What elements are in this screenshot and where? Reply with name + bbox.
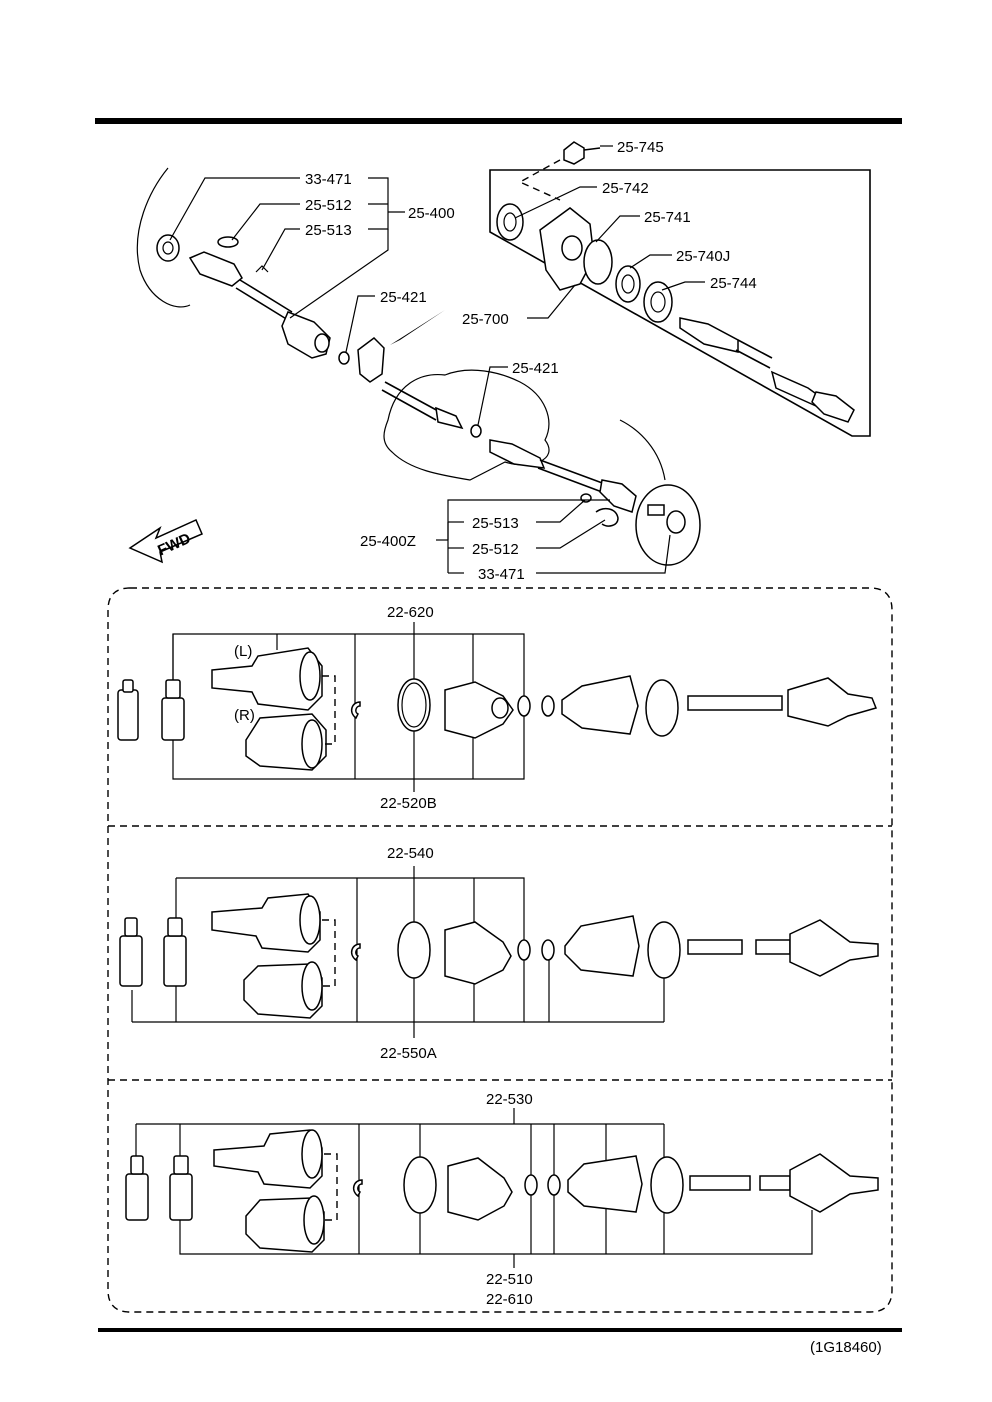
label-25-745: 25-745 (617, 139, 664, 156)
panel-2-top-label: 22-540 (387, 845, 434, 862)
panel-2-bottom-label: 22-550A (380, 1045, 437, 1062)
upper-leaders (169, 145, 705, 574)
label-25-400: 25-400 (408, 205, 455, 222)
bearing-detail-box (489, 141, 871, 437)
label-25-742: 25-742 (602, 180, 649, 197)
fwd-arrow (128, 519, 203, 564)
label-33-471-bottom: 33-471 (478, 566, 525, 583)
panel-1-left-tag: (L) (234, 643, 252, 660)
panel-2 (119, 866, 879, 1038)
panel-1 (117, 622, 878, 792)
label-25-513-top: 25-513 (305, 222, 352, 239)
fwd-label: FWD (155, 530, 193, 559)
panel-1-right-tag: (R) (234, 707, 255, 724)
panel-3 (125, 1108, 879, 1268)
upper-assembly (128, 167, 701, 566)
label-25-744: 25-744 (710, 275, 757, 292)
panel-3-labels: 22-530 22-510 22-610 (486, 1091, 533, 1308)
label-25-700: 25-700 (462, 311, 509, 328)
label-25-512-top: 25-512 (305, 197, 352, 214)
label-33-471-top: 33-471 (305, 171, 352, 188)
label-25-421-a: 25-421 (380, 289, 427, 306)
label-25-513-bottom: 25-513 (472, 515, 519, 532)
label-25-512-bottom: 25-512 (472, 541, 519, 558)
upper-labels: 33-471 25-512 25-513 25-400 25-421 25-42… (155, 139, 757, 583)
label-25-741: 25-741 (644, 209, 691, 226)
panel-2-labels: 22-540 22-550A (380, 845, 437, 1062)
panel-1-labels: 22-620 22-520B (L) (R) (234, 604, 437, 812)
diagram-code: (1G18460) (810, 1339, 882, 1356)
panel-3-bottom-label-2: 22-610 (486, 1291, 533, 1308)
panel-3-bottom-label: 22-510 (486, 1271, 533, 1288)
label-25-740j: 25-740J (676, 248, 730, 265)
panel-1-top-label: 22-620 (387, 604, 434, 621)
label-25-400z: 25-400Z (360, 533, 416, 550)
panel-1-bottom-label: 22-520B (380, 795, 437, 812)
label-25-421-b: 25-421 (512, 360, 559, 377)
panel-3-top-label: 22-530 (486, 1091, 533, 1108)
exploded-views-frame (107, 587, 893, 1313)
